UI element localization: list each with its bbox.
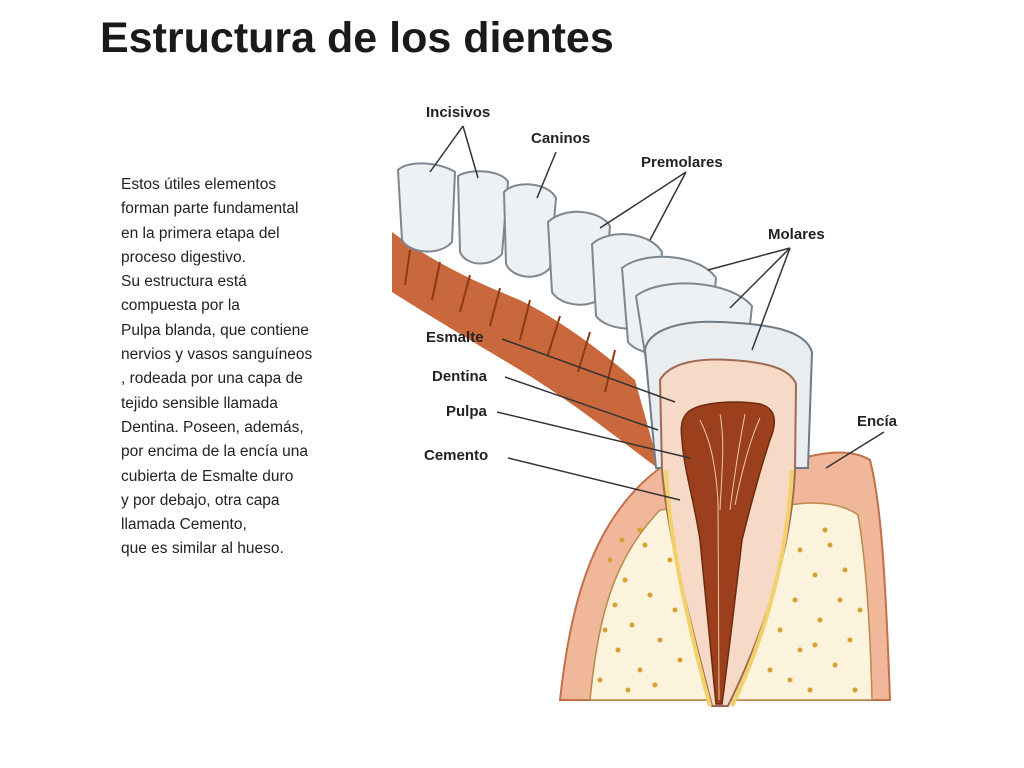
leader-caninos — [536, 151, 557, 199]
leader-incisivos-a — [429, 125, 464, 173]
label-pulpa: Pulpa — [446, 403, 487, 420]
description-text: Estos útiles elementos forman parte fund… — [121, 173, 371, 562]
description-line: y por debajo, otra capa — [121, 491, 280, 509]
page-title: Estructura de los dientes — [100, 14, 614, 62]
description-line: tejido sensible llamada — [121, 394, 278, 412]
gum-arch — [392, 232, 660, 470]
description-line: , rodeada por una capa de — [121, 370, 303, 388]
label-premolares: Premolares — [641, 154, 723, 171]
description-line: Estos útiles elementos — [121, 176, 277, 193]
label-caninos: Caninos — [531, 130, 591, 147]
leader-molares-a — [707, 247, 791, 271]
pulp-chamber — [680, 401, 776, 705]
description-line: Su estructura está — [121, 273, 247, 291]
description-line: proceso digestivo. — [121, 248, 246, 266]
leader-cemento — [507, 457, 681, 501]
leader-premolares-a — [599, 171, 687, 229]
leader-incisivos-b — [462, 125, 479, 179]
leader-dentina — [504, 376, 659, 431]
label-molares: Molares — [768, 226, 825, 243]
leader-encia — [825, 431, 885, 469]
leader-esmalte — [501, 338, 676, 403]
incisor-tooth-2 — [456, 170, 510, 265]
description-line: forman parte fundamental — [121, 200, 299, 218]
description-line: que es similar al hueso. — [121, 540, 284, 558]
label-dentina: Dentina — [432, 368, 488, 385]
description-line: llamada Cemento, — [121, 516, 247, 534]
leader-premolares-b — [649, 171, 687, 241]
description-line: Dentina. Poseen, además, — [121, 418, 304, 436]
label-cemento: Cemento — [424, 447, 489, 464]
description-line: en la primera etapa del — [121, 224, 280, 242]
description-line: compuesta por la — [121, 297, 240, 315]
leader-molares-b — [729, 247, 791, 309]
leader-molares-c — [751, 247, 791, 351]
description-line: nervios y vasos sanguíneos — [121, 346, 313, 364]
cementum-right — [730, 469, 794, 707]
gum-striations — [404, 249, 616, 393]
bone-dots — [597, 527, 863, 693]
leader-lines — [429, 125, 885, 501]
label-esmalte: Esmalte — [426, 329, 484, 346]
cementum-left — [664, 469, 712, 707]
label-encia: Encía — [857, 413, 898, 430]
incisor-tooth-1 — [396, 162, 457, 253]
description-line: cubierta de Esmalte duro — [121, 467, 294, 485]
description-line: por encima de la encía una — [121, 443, 308, 461]
label-incisivos: Incisivos — [426, 104, 491, 121]
pulp-nerves — [699, 413, 761, 701]
description-line: Pulpa blanda, que contiene — [121, 321, 309, 339]
leader-pulpa — [496, 411, 691, 459]
